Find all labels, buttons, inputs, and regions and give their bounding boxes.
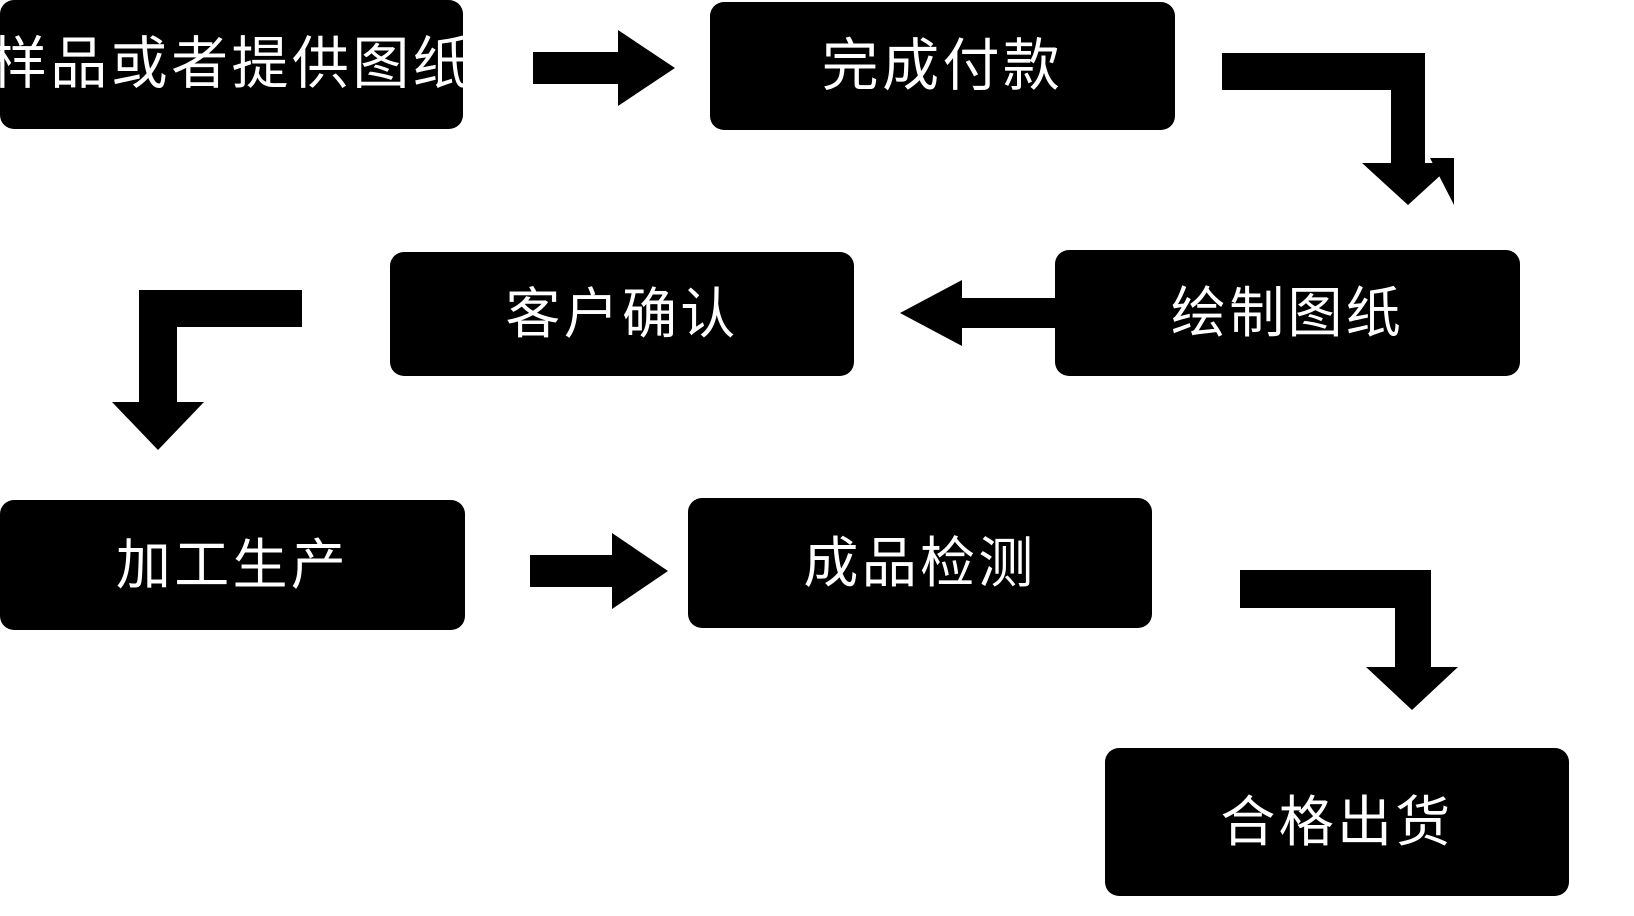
flow-node-label: 加工生产	[115, 532, 350, 597]
flow-node-label: 成品检测	[803, 530, 1037, 595]
flow-node-label: 样品或者提供图纸	[0, 31, 474, 98]
arrow-elbow-down-icon	[1222, 40, 1454, 205]
arrow-left-icon	[900, 280, 1060, 346]
flow-node-sample[interactable]: 样品或者提供图纸	[0, 0, 470, 129]
flow-node-label: 合格出货	[1220, 789, 1454, 854]
arrow-elbow-down-left-icon	[112, 290, 302, 450]
flow-node-label: 完成付款	[821, 32, 1064, 99]
arrow-right-icon	[533, 30, 675, 106]
flow-node-customer-confirm[interactable]: 客户确认	[390, 252, 854, 376]
flow-node-shipment[interactable]: 合格出货	[1105, 748, 1569, 896]
flow-node-payment[interactable]: 完成付款	[710, 2, 1175, 130]
arrow-elbow-down-icon	[1240, 545, 1458, 710]
arrow-right-icon	[530, 533, 668, 609]
flow-node-production[interactable]: 加工生产	[0, 500, 465, 630]
flow-node-label: 客户确认	[505, 281, 739, 346]
flow-node-label: 绘制图纸	[1170, 280, 1405, 345]
flow-node-drawing[interactable]: 绘制图纸	[1055, 250, 1520, 376]
flow-node-inspection[interactable]: 成品检测	[688, 498, 1152, 628]
